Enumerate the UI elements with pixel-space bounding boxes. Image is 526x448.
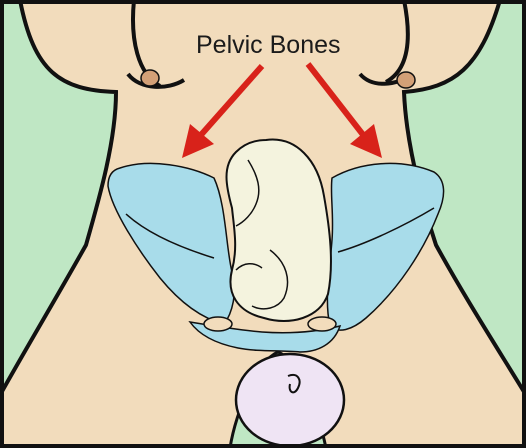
fetus: [227, 140, 331, 321]
right-obturator: [308, 317, 336, 331]
baby-head: [236, 354, 344, 446]
right-nipple: [397, 72, 415, 88]
left-nipple: [141, 70, 159, 86]
left-obturator: [204, 317, 232, 331]
diagram-title: Pelvic Bones: [196, 28, 376, 62]
